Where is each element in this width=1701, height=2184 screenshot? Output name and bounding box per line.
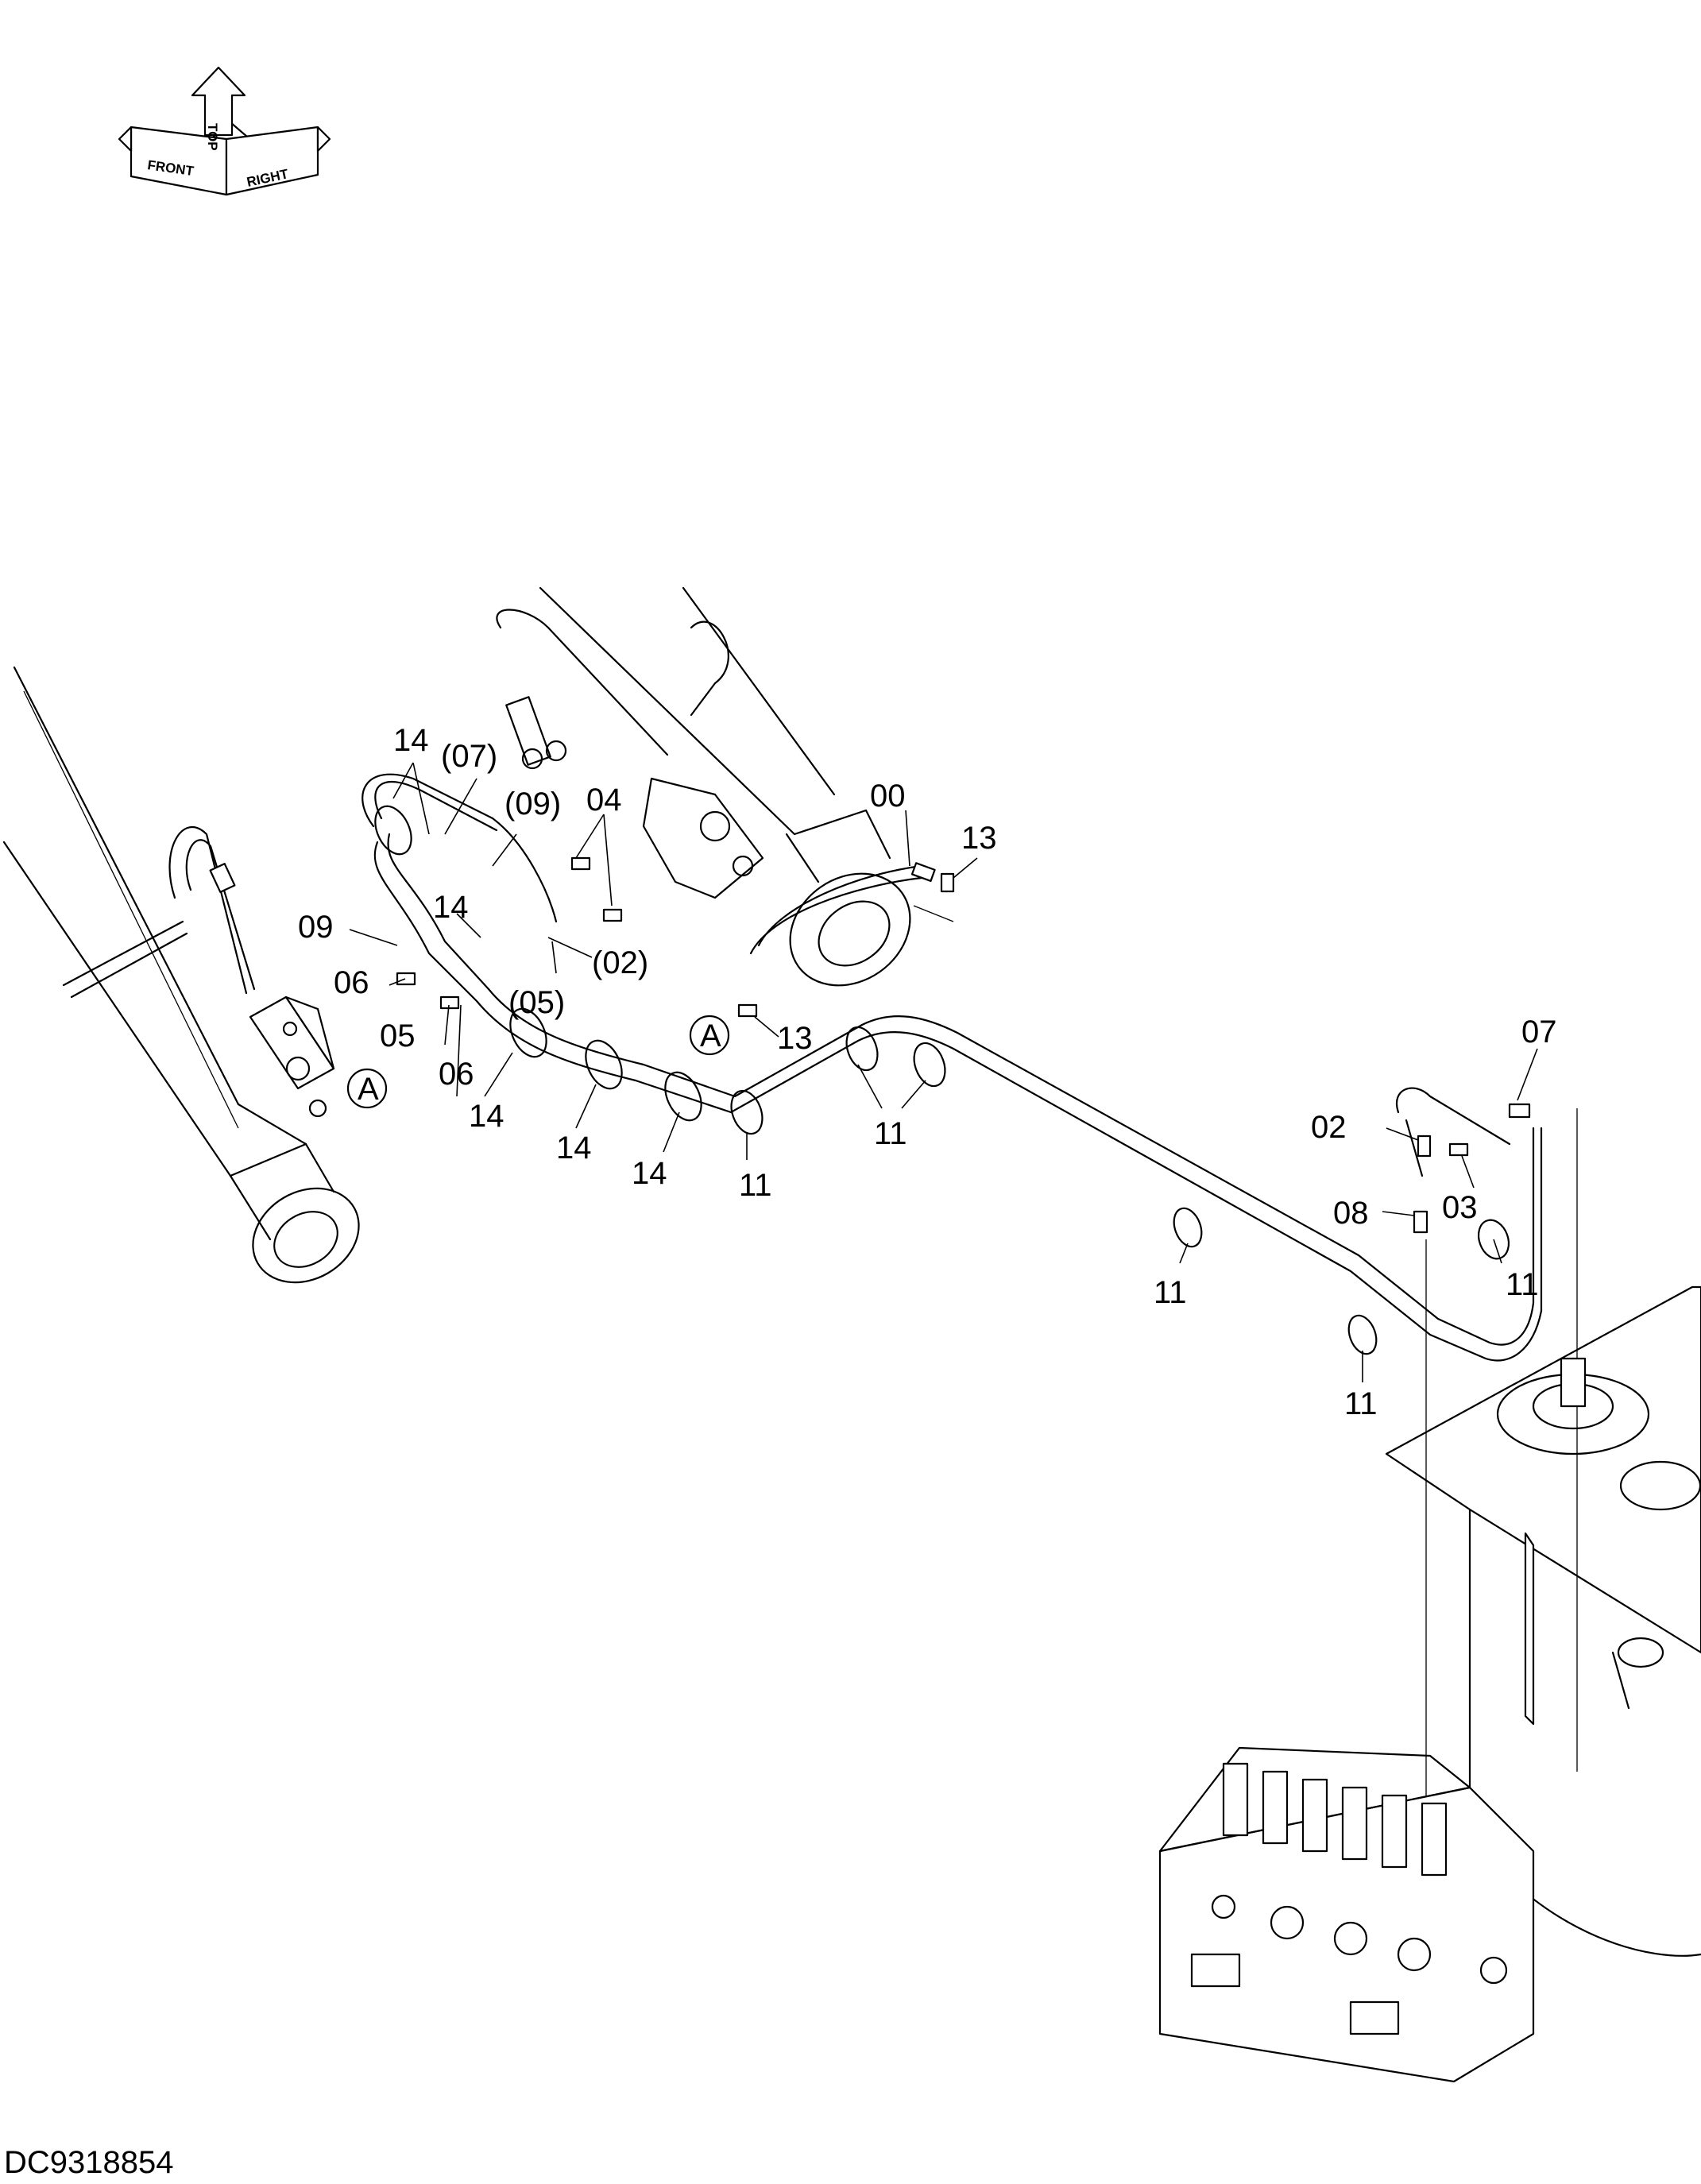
callout-14-upper: 14 bbox=[393, 723, 429, 758]
leader-lines bbox=[349, 762, 1538, 1382]
callout-04: 04 bbox=[586, 783, 622, 818]
callout-06-upper: 06 bbox=[334, 965, 369, 1000]
callout-11-a: 11 bbox=[739, 1168, 772, 1203]
callout-06-lower: 06 bbox=[439, 1057, 474, 1092]
callout-11-c: 11 bbox=[1506, 1267, 1539, 1302]
callout-02-paren: (02) bbox=[592, 945, 648, 980]
callout-13-mid: 13 bbox=[777, 1021, 813, 1056]
callout-11-b: 11 bbox=[874, 1116, 907, 1151]
callout-11-d: 11 bbox=[1154, 1275, 1187, 1310]
callout-07: 07 bbox=[1521, 1015, 1557, 1049]
orientation-top-label: TOP bbox=[205, 123, 220, 151]
reference-marker-left-text: A bbox=[358, 1072, 379, 1107]
callout-14-lower-b: 14 bbox=[556, 1131, 592, 1165]
callout-14-lower-a: 14 bbox=[469, 1099, 505, 1134]
callout-09-paren: (09) bbox=[505, 787, 561, 821]
callouts: 14 (07) (09) 04 00 13 09 14 (02) 06 (05)… bbox=[298, 723, 1557, 1421]
control-valve bbox=[1158, 1746, 1535, 2083]
reference-marker-left: A bbox=[346, 1068, 388, 1109]
callout-09: 09 bbox=[298, 910, 334, 945]
callout-03: 03 bbox=[1442, 1190, 1478, 1225]
right-cylinder bbox=[496, 586, 911, 987]
orientation-marker: FRONT TOP RIGHT bbox=[118, 66, 331, 196]
callout-14-mid: 14 bbox=[433, 890, 469, 925]
callout-08: 08 bbox=[1333, 1196, 1369, 1231]
callout-00: 00 bbox=[870, 779, 906, 814]
callout-14-lower-c: 14 bbox=[632, 1156, 667, 1191]
reference-marker-mid-text: A bbox=[700, 1019, 721, 1053]
callout-07-paren: (07) bbox=[441, 739, 497, 774]
callout-05: 05 bbox=[380, 1019, 416, 1053]
callout-02: 02 bbox=[1311, 1110, 1347, 1145]
callout-13-upper: 13 bbox=[961, 821, 997, 856]
swing-base bbox=[1385, 1285, 1701, 1957]
left-cylinder bbox=[2, 666, 360, 1284]
hose-run bbox=[361, 773, 1578, 1803]
reference-marker-mid: A bbox=[689, 1015, 730, 1056]
callout-11-e: 11 bbox=[1344, 1386, 1378, 1421]
callout-05-paren: (05) bbox=[508, 985, 565, 1020]
drawing-code: DC9318854 bbox=[4, 2145, 174, 2180]
